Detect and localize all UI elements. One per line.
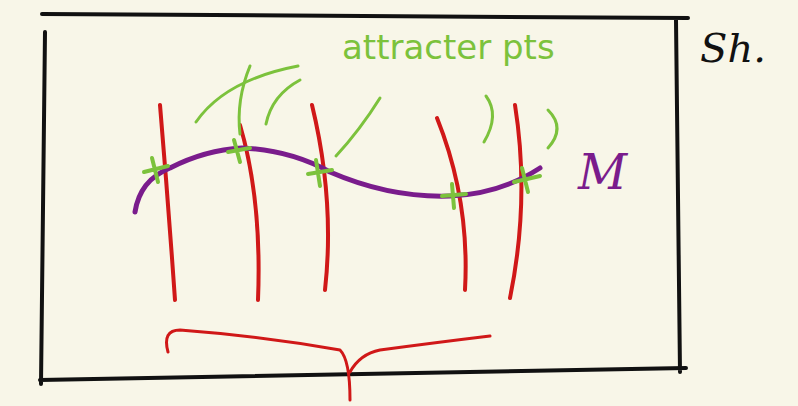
fibres (160, 105, 521, 300)
frame (40, 14, 688, 384)
sheet-mark: Sh. (700, 28, 766, 68)
brace (167, 330, 491, 400)
leader-lines (196, 66, 557, 156)
manifold-curve (135, 148, 540, 212)
manifold-label: M (578, 148, 627, 196)
annotation: attracter pts (342, 30, 555, 64)
